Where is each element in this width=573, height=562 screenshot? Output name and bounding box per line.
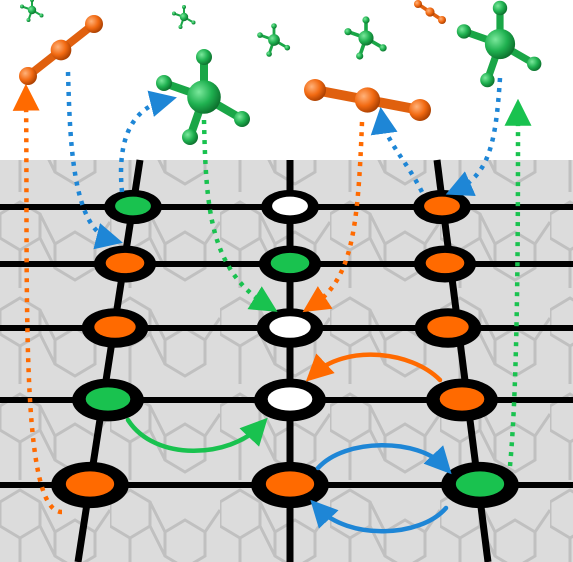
site-orange — [426, 378, 498, 422]
surface-processes — [125, 352, 452, 534]
tetrahedral-molecule-small — [344, 16, 387, 60]
blue-desorption-arrow-right — [370, 106, 425, 194]
orange-adsorption-arrow-center — [302, 121, 365, 313]
blue-exchange-arrow-bottom — [310, 499, 449, 534]
linear-molecule-small — [414, 0, 446, 24]
site-green — [258, 245, 322, 283]
orange-desorption-arrow-left — [12, 83, 63, 515]
site-orange — [81, 308, 149, 348]
tetrahedral-molecule-small — [172, 5, 196, 29]
tetrahedral-molecule — [456, 0, 542, 88]
site-green — [104, 189, 162, 225]
site-orange — [93, 245, 157, 283]
green-diffusion-arrow — [125, 417, 268, 453]
site-green — [72, 378, 144, 422]
gas-phase-molecules — [19, 0, 542, 145]
site-orange — [414, 308, 482, 348]
site-orange — [413, 245, 477, 283]
green-desorption-arrow-right — [504, 98, 532, 467]
site-orange — [413, 189, 471, 225]
linear-molecule — [304, 79, 431, 121]
tetrahedral-molecule-small — [257, 23, 291, 57]
site-green — [441, 461, 519, 509]
adsorption-sites — [51, 189, 519, 509]
tetrahedral-molecule — [156, 49, 250, 145]
blue-desorption-arrow-left — [118, 90, 177, 193]
tetrahedral-molecule-small — [20, 0, 44, 22]
site-orange — [51, 461, 129, 509]
site-orange — [251, 461, 329, 509]
green-adsorption-arrow-center — [201, 119, 278, 312]
gas-phase-processes — [12, 71, 532, 515]
blue-exchange-arrow-top — [315, 443, 452, 475]
site-empty — [261, 189, 319, 225]
linear-molecule — [19, 15, 103, 85]
site-empty — [254, 378, 326, 422]
site-empty — [256, 308, 324, 348]
orange-diffusion-arrow — [305, 352, 443, 383]
